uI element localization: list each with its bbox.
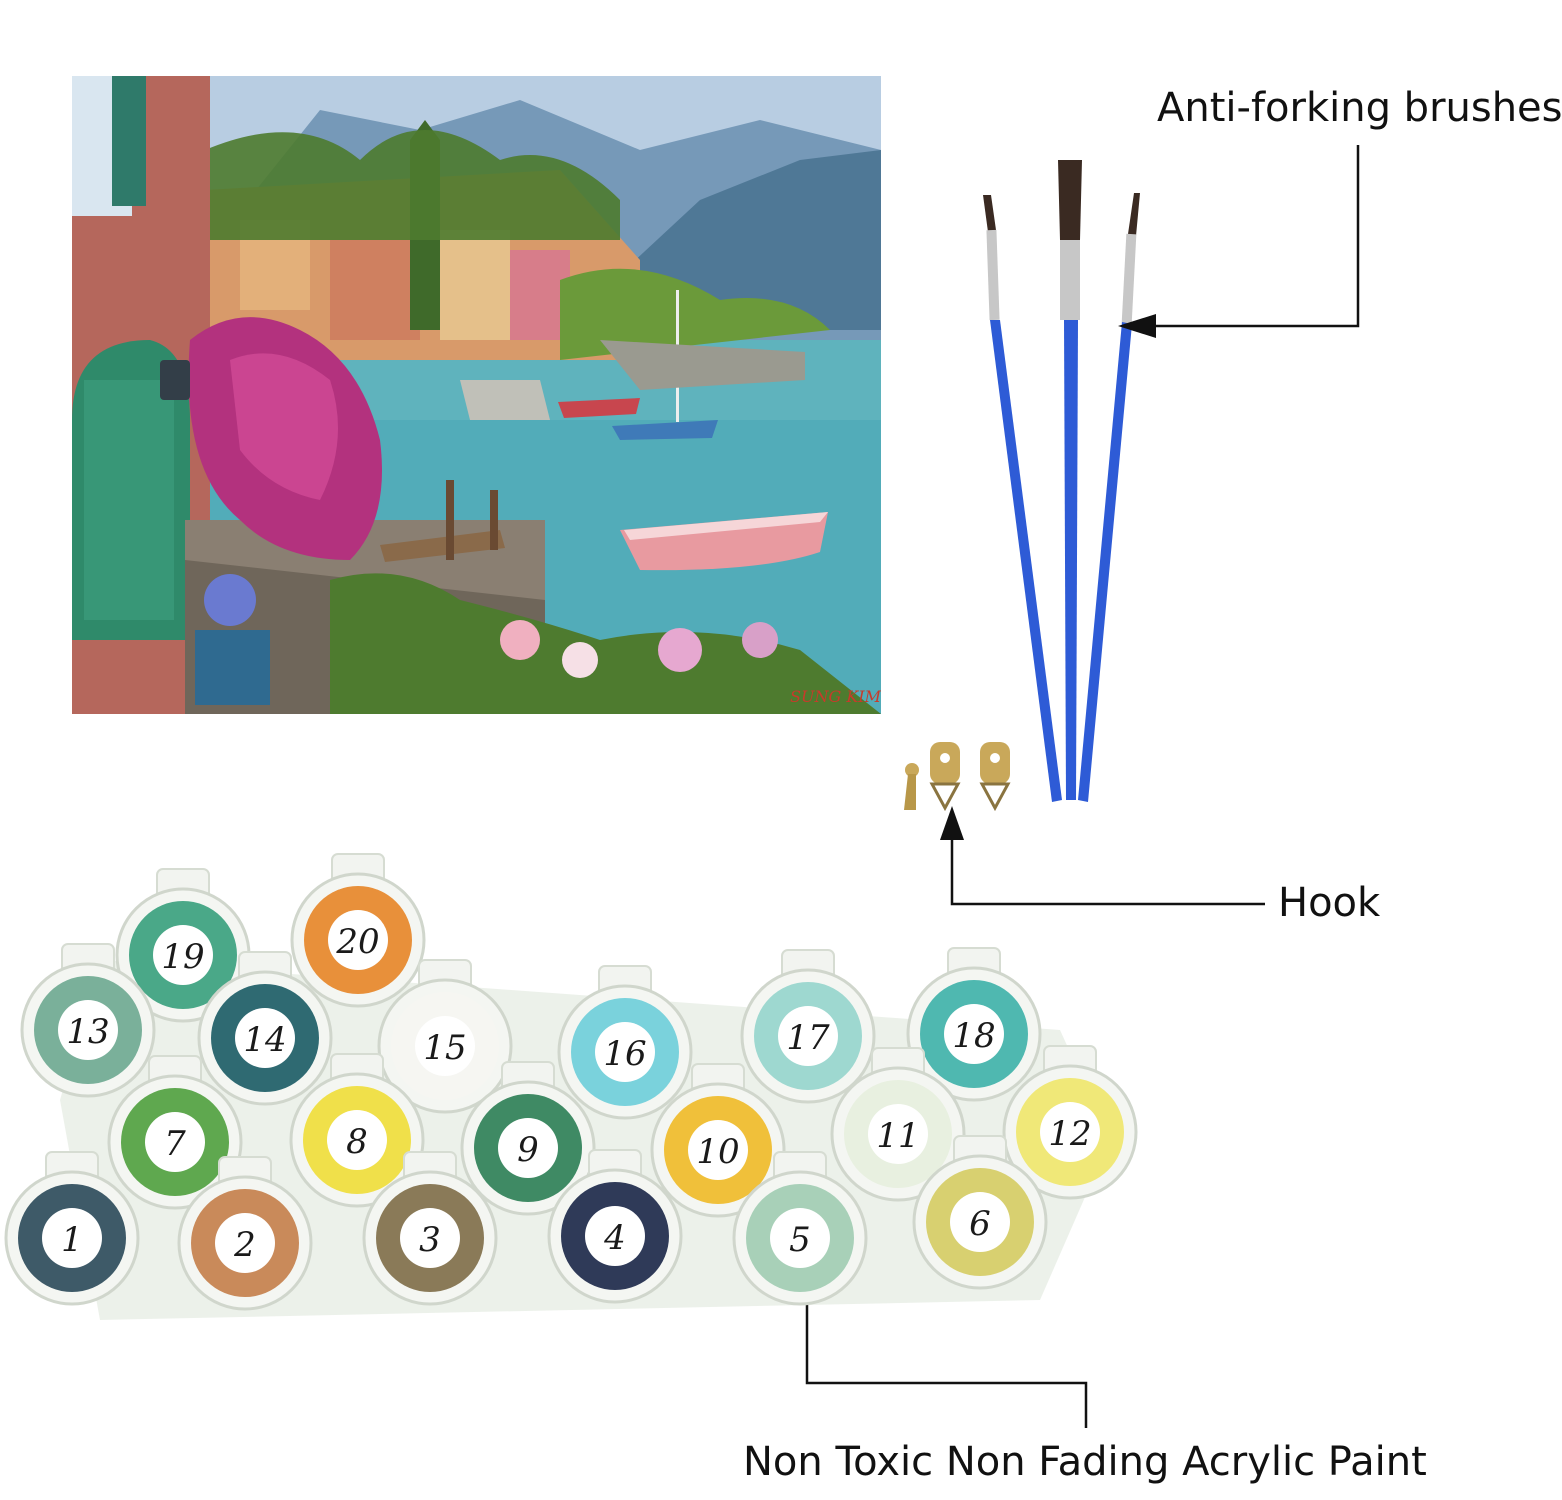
- paint-pot-10: 10: [650, 1063, 786, 1218]
- painting-hillside-greenery: [205, 130, 620, 240]
- paint-pot-number-10: 10: [696, 1132, 739, 1172]
- brush-round-left: [983, 195, 1062, 802]
- paint-pot-sticker-8: [327, 1110, 387, 1170]
- brush-round-right: [1078, 193, 1140, 802]
- paint-pot-sticker-16: [595, 1022, 655, 1082]
- paint-pot-3: 3: [362, 1151, 498, 1306]
- paint-pot-sticker-2: [215, 1213, 275, 1273]
- paint-pot-17: 17: [740, 949, 876, 1104]
- paint-pot-sticker-4: [585, 1206, 645, 1266]
- paint-pot-number-18: 18: [952, 1016, 995, 1056]
- paint-pot-sticker-14: [235, 1008, 295, 1068]
- hook-icon: [979, 742, 1011, 812]
- paint-pot-number-4: 4: [603, 1218, 626, 1258]
- paint-pot-13: 13: [20, 943, 156, 1098]
- painting-dock: [380, 530, 505, 562]
- paint-pot-14: 14: [197, 951, 333, 1106]
- paint-pot-number-5: 5: [789, 1220, 811, 1260]
- arrow-brushes-head: [1118, 314, 1156, 338]
- paint-pot-number-2: 2: [233, 1225, 256, 1265]
- paint-pot-19: 19: [115, 868, 251, 1023]
- paint-pot-sticker-5: [770, 1208, 830, 1268]
- paint-pot-sticker-11: [868, 1104, 928, 1164]
- paint-pot-number-19: 19: [161, 937, 204, 977]
- arrow-brushes: [1150, 145, 1360, 328]
- paint-pot-16: 16: [557, 965, 693, 1120]
- paint-pot-9: 9: [460, 1061, 596, 1216]
- paint-pot-number-14: 14: [243, 1020, 286, 1060]
- paint-pot-number-12: 12: [1048, 1114, 1091, 1154]
- paint-pot-sticker-9: [498, 1118, 558, 1178]
- paint-pot-sticker-19: [153, 925, 213, 985]
- paint-pot-number-3: 3: [419, 1220, 441, 1260]
- paint-pot-number-7: 7: [164, 1124, 186, 1164]
- paint-pot-7: 7: [107, 1055, 243, 1210]
- paint-pot-number-17: 17: [786, 1018, 830, 1058]
- paint-pot-number-16: 16: [603, 1034, 646, 1074]
- paint-pot-number-6: 6: [969, 1204, 991, 1244]
- paint-pot-sticker-6: [950, 1192, 1010, 1252]
- paint-pot-number-20: 20: [335, 922, 379, 962]
- paint-pot-sticker-15: [415, 1016, 475, 1076]
- paint-pot-6: 6: [912, 1135, 1048, 1290]
- arrow-hook: [950, 838, 1265, 906]
- painting-sailboat: [612, 420, 718, 440]
- paint-pot-number-8: 8: [346, 1122, 368, 1162]
- paint-pot-sticker-10: [688, 1120, 748, 1180]
- label-hook: Hook: [1278, 880, 1381, 926]
- arrow-paint: [805, 1262, 1088, 1428]
- painting-signature: SUNG KIM: [790, 687, 882, 706]
- paint-pot-number-1: 1: [61, 1220, 83, 1260]
- paint-pot-number-9: 9: [517, 1130, 539, 1170]
- paint-pot-sticker-13: [58, 1000, 118, 1060]
- paint-pot-5: 5: [732, 1151, 868, 1306]
- paint-pot-number-13: 13: [66, 1012, 109, 1052]
- paint-pot-sticker-18: [944, 1004, 1004, 1064]
- paint-pot-20: 20: [290, 853, 426, 1008]
- paint-pot-15: 15: [377, 959, 513, 1114]
- arrow-hook-head: [940, 806, 964, 840]
- paint-pot-2: 2: [177, 1156, 313, 1311]
- paint-pot-8: 8: [289, 1053, 425, 1208]
- paint-pot-sticker-7: [145, 1112, 205, 1172]
- paint-pot-12: 12: [1002, 1045, 1138, 1200]
- label-anti-forking-brushes: Anti-forking brushes: [1157, 85, 1562, 131]
- paint-pot-number-11: 11: [876, 1116, 919, 1156]
- brush-flat-center: [1058, 160, 1082, 800]
- paint-pot-sticker-1: [42, 1208, 102, 1268]
- paint-pot-11: 11: [830, 1047, 966, 1202]
- paint-pot-sticker-20: [328, 910, 388, 970]
- hook-icon: [929, 742, 961, 812]
- paint-pot-number-15: 15: [423, 1028, 466, 1068]
- paint-pot-sticker-3: [400, 1208, 460, 1268]
- paint-pot-sticker-17: [778, 1006, 838, 1066]
- paint-pot-sticker-12: [1040, 1102, 1100, 1162]
- screw-icon: [904, 763, 919, 810]
- label-acrylic-paint: Non Toxic Non Fading Acrylic Paint: [743, 1439, 1427, 1485]
- paint-pot-4: 4: [547, 1149, 683, 1304]
- paint-pot-1: 1: [4, 1151, 140, 1306]
- paint-pot-18: 18: [906, 947, 1042, 1102]
